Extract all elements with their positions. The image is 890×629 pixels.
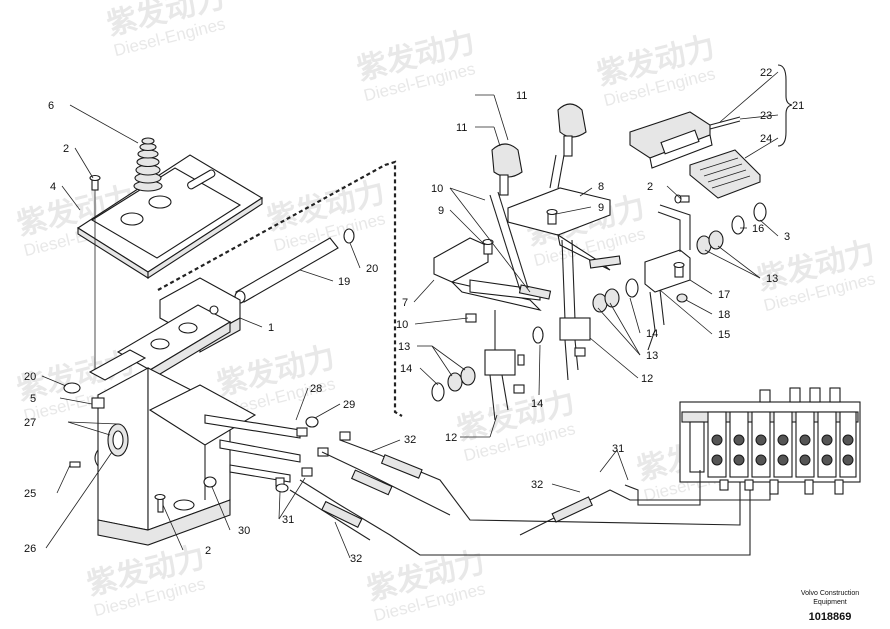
callout-20: 20 [24,371,36,383]
grommet [94,423,129,467]
callout-28: 28 [310,383,322,395]
cover-plate-assembly [76,137,264,372]
callout-26: 26 [24,543,36,555]
callout-3: 3 [784,231,790,243]
callout-10: 10 [431,183,443,195]
callout-11: 11 [516,90,527,102]
main-bracket [88,277,301,546]
callout-13: 13 [766,273,778,285]
callout-14: 14 [646,328,658,340]
valve-linkage [624,470,701,506]
callout-24: 24 [760,133,772,145]
leader-lines [41,64,793,559]
callout-13: 13 [398,341,410,353]
watermark: 紫发动力 Diesel-Engines [103,0,228,60]
watermark: 紫发动力 Diesel-Engines [453,385,578,465]
watermark: 紫发动力 Diesel-Engines [363,545,488,625]
callout-11: 11 [456,122,467,134]
control-lever-right [482,103,622,381]
callout-14: 14 [400,363,412,375]
callout-4: 4 [50,181,56,193]
callout-2: 2 [205,545,211,557]
drawing-footer: Volvo Construction Equipment 1018869 [801,590,859,623]
callout-27: 27 [24,417,36,429]
control-valve [679,387,861,495]
callout-8: 8 [598,181,604,193]
callout-25: 25 [24,488,36,500]
pedal-assembly [629,111,761,199]
callout-13: 13 [646,350,658,362]
callout-17: 17 [718,289,730,301]
pivot-shaft [234,228,355,304]
callout-23: 23 [760,110,772,122]
callout-30: 30 [238,525,250,537]
callout-14: 14 [531,398,543,410]
control-cables [289,439,771,556]
callout-7: 7 [402,297,408,309]
callout-labels: 1 2 2 2 3 4 5 6 7 8 9 9 10 10 11 11 12 1… [24,67,804,565]
callout-15: 15 [718,329,730,341]
callout-31: 31 [612,443,624,455]
callout-1: 1 [268,322,274,334]
bushings-washers [431,202,767,402]
cable-thread [321,454,593,528]
callout-31: 31 [282,514,294,526]
footer-company: Volvo Construction [801,590,859,597]
callout-16: 16 [752,223,764,235]
callout-6: 6 [48,100,54,112]
callout-32: 32 [350,553,362,565]
callout-22: 22 [760,67,772,79]
callout-29: 29 [343,399,355,411]
callout-19: 19 [338,276,350,288]
callout-5: 5 [30,393,36,405]
callout-9: 9 [438,205,444,217]
footer-company-sub: Equipment [813,599,847,606]
callout-2: 2 [647,181,653,193]
callout-2: 2 [63,143,69,155]
callout-10: 10 [396,319,408,331]
watermark: 紫发动力 Diesel-Engines [83,540,208,620]
lever-bracket [644,194,691,351]
fittings [63,382,351,493]
callout-32: 32 [404,434,416,446]
drawing-number: 1018869 [809,611,852,623]
callout-20: 20 [366,263,378,275]
callout-9: 9 [598,202,604,214]
watermark: 紫发动力 Diesel-Engines [353,25,478,105]
callout-12: 12 [445,432,457,444]
rubber-boot [133,137,163,192]
callout-18: 18 [718,309,730,321]
callout-12: 12 [641,373,653,385]
callout-21: 21 [792,100,804,112]
dashed-link [157,160,403,417]
watermark: 紫发动力 Diesel-Engines [593,30,718,110]
callout-32: 32 [531,479,543,491]
